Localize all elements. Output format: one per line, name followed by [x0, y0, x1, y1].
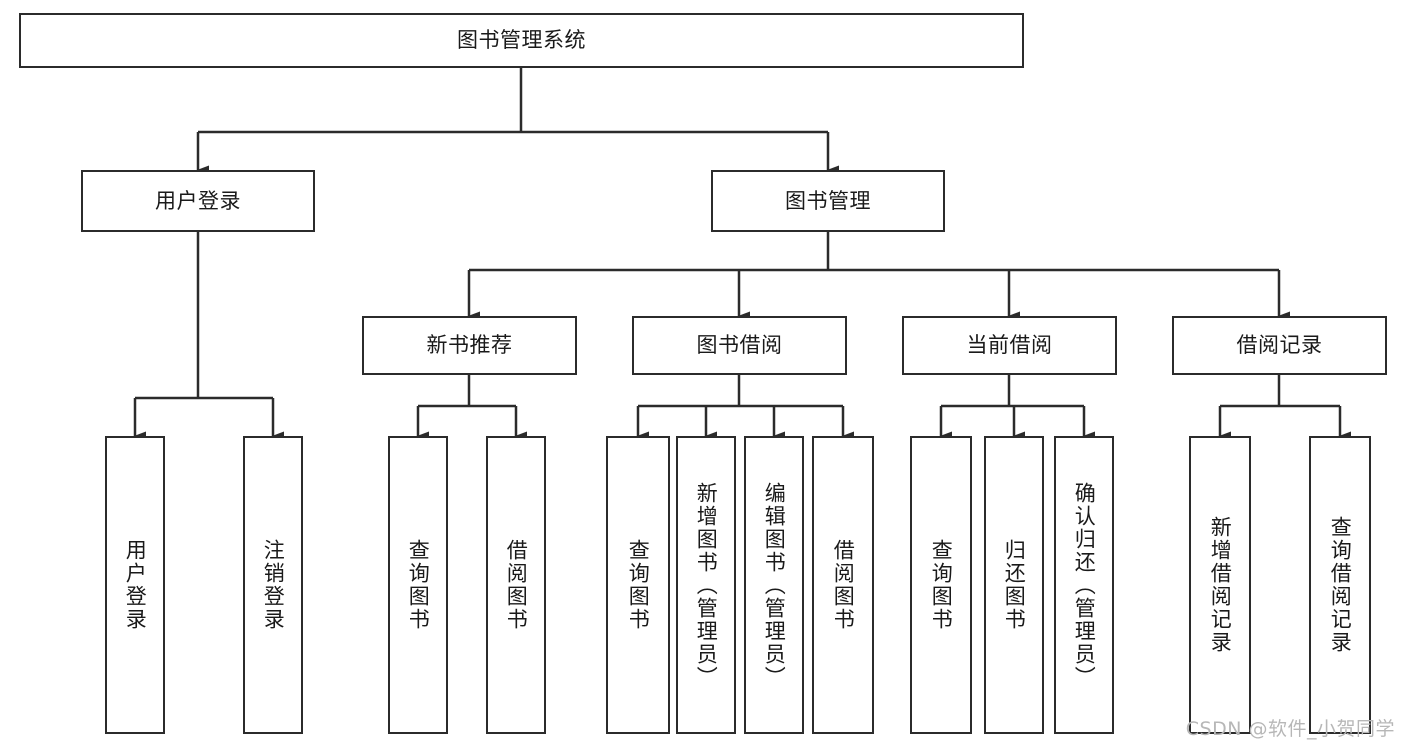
node-label: 用户登录 [155, 188, 241, 213]
node-label: 图书管理 [785, 188, 871, 213]
leaf-node-10[interactable]: 确认归还（管理员） [1054, 436, 1114, 734]
node-label: 图书管理系统 [457, 28, 586, 53]
node-label: 归还图书 [1002, 539, 1027, 631]
level2-node-0[interactable]: 用户登录 [81, 170, 315, 232]
level3-node-3[interactable]: 借阅记录 [1172, 316, 1387, 375]
level3-node-2[interactable]: 当前借阅 [902, 316, 1117, 375]
node-label: 借阅记录 [1236, 333, 1323, 358]
level2-node-1[interactable]: 图书管理 [711, 170, 945, 232]
node-label: 查询图书 [406, 539, 431, 631]
node-label: 编辑图书（管理员） [762, 481, 787, 689]
level3-node-1[interactable]: 图书借阅 [632, 316, 847, 375]
leaf-node-2[interactable]: 查询图书 [388, 436, 448, 734]
node-label: 查询图书 [929, 539, 954, 631]
node-label: 查询图书 [626, 539, 651, 631]
leaf-node-9[interactable]: 归还图书 [984, 436, 1044, 734]
leaf-node-12[interactable]: 查询借阅记录 [1309, 436, 1371, 734]
node-label: 新增图书（管理员） [694, 481, 719, 689]
node-label: 借阅图书 [831, 539, 856, 631]
leaf-node-8[interactable]: 查询图书 [910, 436, 972, 734]
node-label: 注销登录 [261, 539, 286, 631]
node-label: 新书推荐 [426, 333, 513, 358]
leaf-node-1[interactable]: 注销登录 [243, 436, 303, 734]
node-label: 图书借阅 [696, 333, 783, 358]
leaf-node-3[interactable]: 借阅图书 [486, 436, 546, 734]
leaf-node-6[interactable]: 编辑图书（管理员） [744, 436, 804, 734]
watermark-label: CSDN @软件_小贺同学 [1185, 718, 1395, 740]
node-label: 用户登录 [123, 539, 148, 631]
leaf-node-4[interactable]: 查询图书 [606, 436, 670, 734]
node-label: 查询借阅记录 [1328, 516, 1353, 654]
level3-node-0[interactable]: 新书推荐 [362, 316, 577, 375]
leaf-node-7[interactable]: 借阅图书 [812, 436, 874, 734]
leaf-node-11[interactable]: 新增借阅记录 [1189, 436, 1251, 734]
leaf-node-5[interactable]: 新增图书（管理员） [676, 436, 736, 734]
node-label: 借阅图书 [504, 539, 529, 631]
node-label: 确认归还（管理员） [1072, 481, 1097, 689]
node-label: 新增借阅记录 [1208, 516, 1233, 654]
connector-lines [133, 68, 1351, 441]
leaf-node-0[interactable]: 用户登录 [105, 436, 165, 734]
root-node-0[interactable]: 图书管理系统 [19, 13, 1024, 68]
node-label: 当前借阅 [966, 333, 1053, 358]
